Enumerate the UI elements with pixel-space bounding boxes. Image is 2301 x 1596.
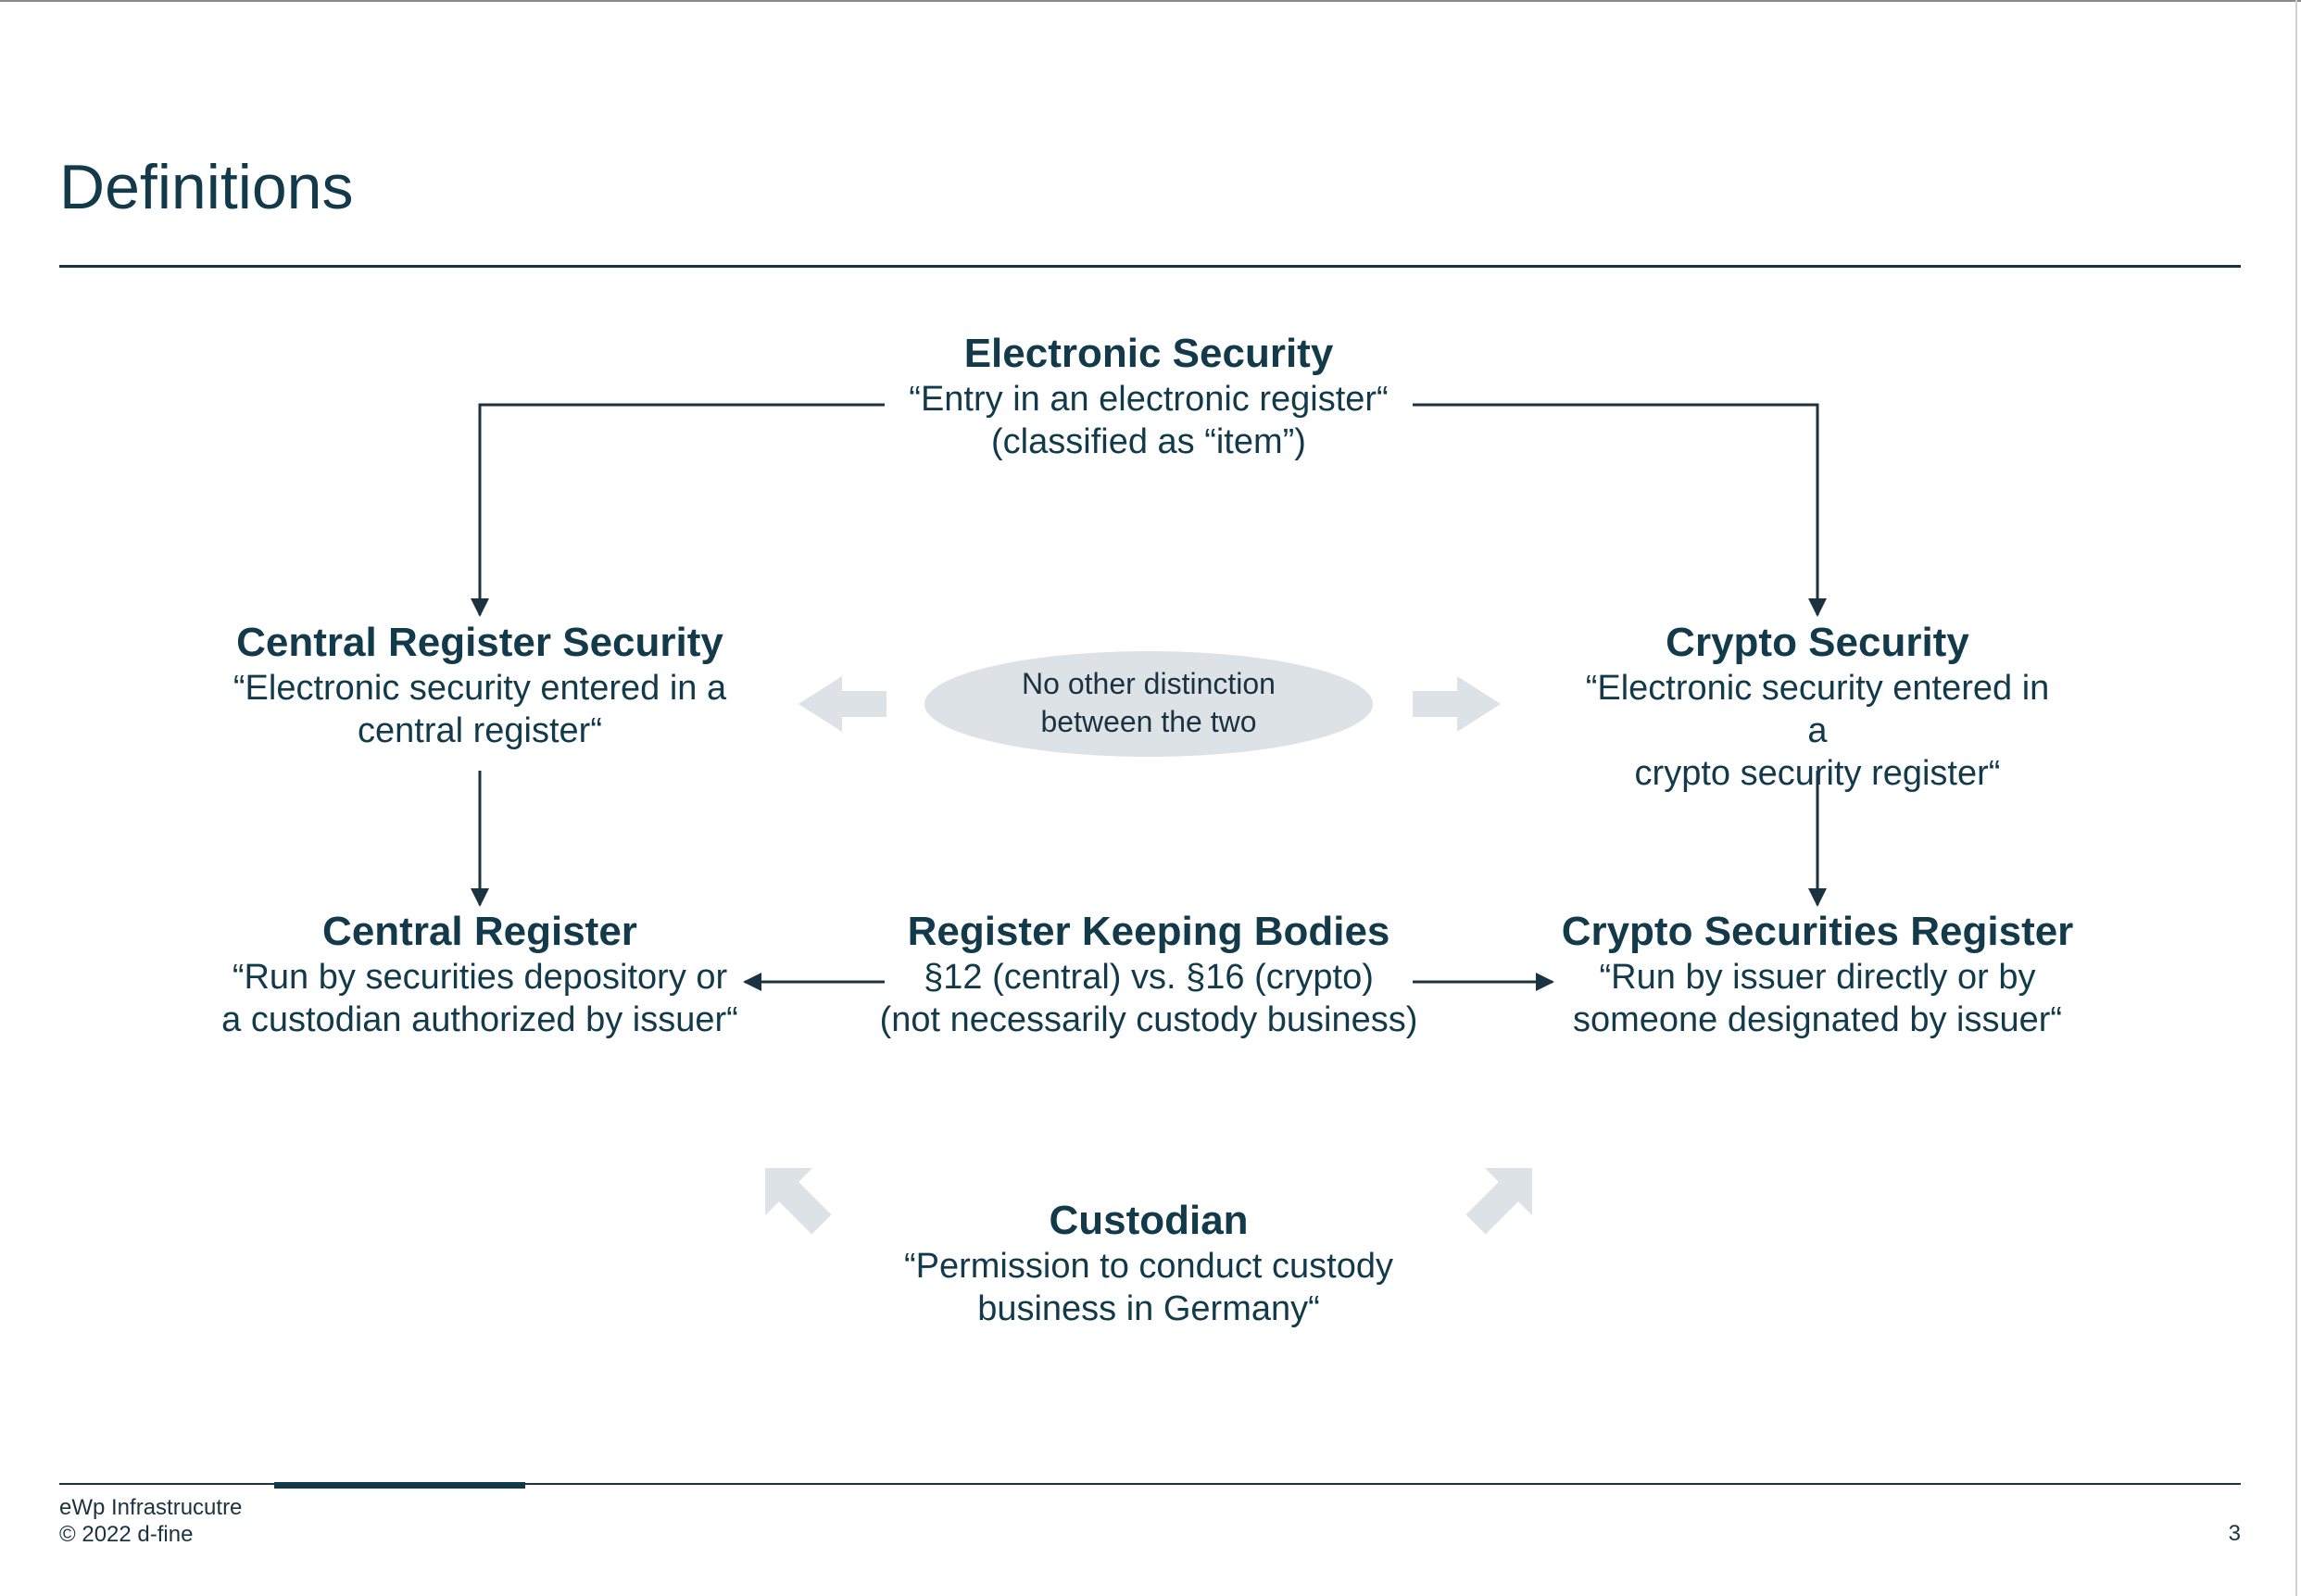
top-border <box>0 0 2301 2</box>
footer-project-name: eWp Infrastrucutre <box>59 1495 243 1520</box>
footer-accent-bar <box>274 1482 525 1489</box>
footer-copyright: © 2022 d-fine <box>59 1522 194 1547</box>
node-description: “Electronic security entered in a centra… <box>233 669 727 750</box>
node-title: Custodian <box>1049 1198 1249 1243</box>
node-description: §12 (central) vs. §16 (crypto) (not nece… <box>879 958 1418 1039</box>
node-description: “Electronic security entered in a crypto… <box>1585 669 2050 793</box>
node-title: Central Register Security <box>236 620 723 665</box>
node-central-register-security: Central Register Security “Electronic se… <box>233 619 726 752</box>
page-number: 3 <box>2228 1521 2241 1546</box>
left-block-arrow <box>798 676 886 732</box>
right-block-arrow <box>1413 676 1501 732</box>
right-border <box>2295 0 2297 1596</box>
node-description: “Entry in an electronic register“ (class… <box>909 380 1389 461</box>
distinction-ellipse <box>924 651 1373 757</box>
node-register-keeping-bodies: Register Keeping Bodies §12 (central) vs… <box>880 908 1418 1041</box>
node-title: Register Keeping Bodies <box>907 909 1390 954</box>
node-crypto-securities-register: Crypto Securities Register “Run by issue… <box>1562 908 2074 1041</box>
page-title: Definitions <box>59 152 354 222</box>
node-title: Electronic Security <box>963 331 1334 376</box>
node-description: “Run by securities depository or a custo… <box>221 958 738 1039</box>
node-title: Central Register <box>322 909 637 954</box>
node-electronic-security: Electronic Security “Entry in an electro… <box>909 330 1388 463</box>
title-divider <box>59 265 2241 268</box>
footer-divider <box>59 1483 2241 1485</box>
node-custodian: Custodian “Permission to conduct custody… <box>904 1197 1393 1330</box>
node-title: Crypto Security <box>1666 620 1969 665</box>
connector-electronic-to-crypto-security <box>1413 403 1827 617</box>
node-description: “Run by issuer directly or by someone de… <box>1572 958 2063 1039</box>
connector-electronic-to-central-register-security <box>471 403 885 617</box>
node-central-register: Central Register “Run by securities depo… <box>221 908 738 1041</box>
node-description: “Permission to conduct custody business … <box>903 1247 1394 1328</box>
node-crypto-security: Crypto Security “Electronic security ent… <box>1576 619 2059 795</box>
distinction-note: No other distinction between the two <box>1022 667 1276 738</box>
custodian-arrow-right <box>1465 1168 1532 1235</box>
custodian-arrow-left <box>765 1168 832 1235</box>
node-title: Crypto Securities Register <box>1561 909 2074 954</box>
